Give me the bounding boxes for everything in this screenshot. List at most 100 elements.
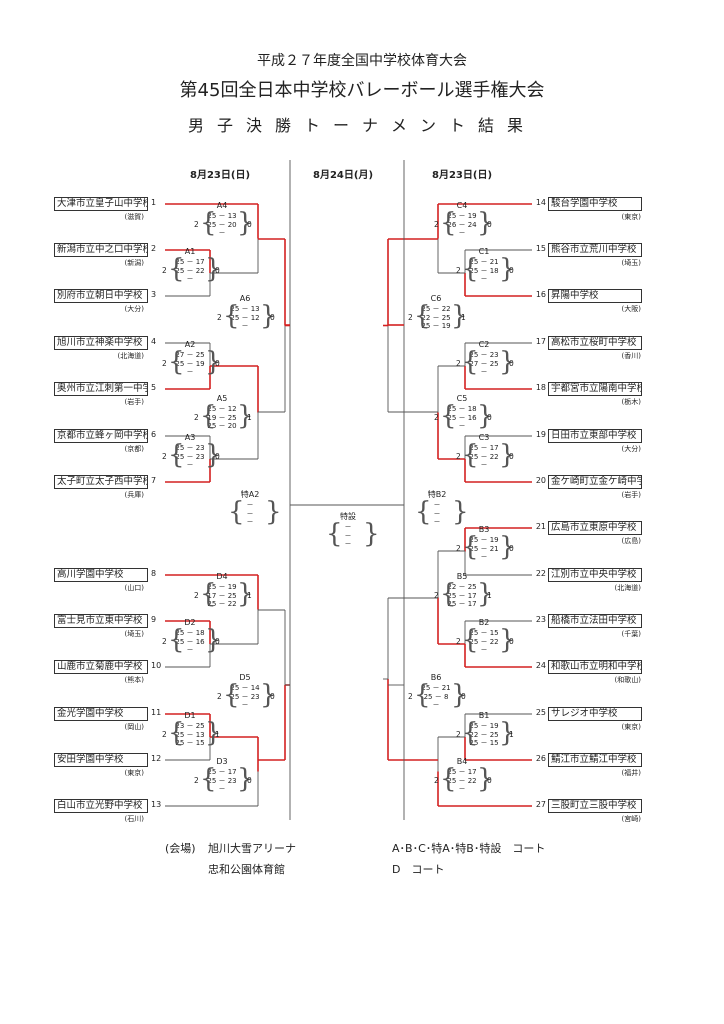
set-score: 25 － 17	[447, 591, 477, 600]
match-label: 特B2	[427, 490, 447, 499]
team-number: 8	[151, 569, 157, 578]
set-score: 25 － 19	[469, 536, 499, 544]
set-score: 25 － 13	[230, 305, 260, 313]
match-label: D5	[239, 673, 251, 682]
set-score: 22 － 25	[447, 583, 477, 591]
team-number: 21	[535, 522, 546, 531]
team-prefecture: (東京)	[621, 213, 641, 221]
sets-won-left: 2	[217, 313, 222, 322]
set-score: 25 － 14	[230, 684, 260, 692]
team-name-box: 安田学園中学校	[54, 753, 148, 767]
set-score: 25 － 19	[175, 359, 205, 368]
match-label: D2	[184, 618, 196, 627]
set-scores: －－－	[331, 523, 365, 549]
team-number: 12	[151, 754, 162, 763]
team-number: 23	[535, 615, 546, 624]
date-center: 8月24日(月)	[313, 170, 374, 181]
set-score: －	[241, 322, 249, 330]
brace-close: }	[205, 347, 222, 377]
set-score: 25 － 21	[469, 544, 499, 553]
brace-close: }	[477, 401, 494, 431]
sets-won-right: 0	[509, 359, 514, 368]
team-number: 11	[151, 708, 162, 717]
brace-open: {	[168, 718, 185, 748]
brace-close: }	[477, 764, 494, 794]
brace-close: }	[499, 440, 516, 470]
team-name-box: 広島市立東原中学校	[548, 521, 642, 535]
team-prefecture: (和歌山)	[614, 676, 641, 684]
set-score: －	[218, 229, 226, 237]
brace-close: }	[477, 579, 494, 609]
team-prefecture: (兵庫)	[124, 491, 144, 499]
sets-won-right: 1	[215, 730, 220, 739]
set-score: 17 － 25	[207, 591, 237, 600]
sets-won-left: 2	[434, 220, 439, 229]
set-score: 25 － 17	[447, 600, 477, 608]
match-label: A5	[216, 394, 228, 403]
set-score: 25 － 17	[447, 768, 477, 776]
team-prefecture: (栃木)	[621, 398, 641, 406]
team-number: 1	[151, 198, 157, 207]
brace-open: {	[168, 440, 185, 470]
match-label: B2	[478, 618, 490, 627]
team-number: 2	[151, 244, 157, 253]
set-score: －	[458, 785, 466, 793]
team-number: 10	[151, 661, 162, 670]
team-name-box: 和歌山市立明和中学校	[548, 660, 642, 674]
sets-won-right: 0	[509, 544, 514, 553]
sets-won-right: 0	[215, 452, 220, 461]
sets-won-left: 2	[456, 359, 461, 368]
team-name-box: 熊谷市立荒川中学校	[548, 243, 642, 257]
sets-won-right: 0	[487, 776, 492, 785]
team-prefecture: (岩手)	[124, 398, 144, 406]
team-name-box: 旭川市立神楽中学校	[54, 336, 148, 350]
sets-won-left: 2	[194, 591, 199, 600]
brace-open: {	[223, 680, 240, 710]
team-name-box: 富士見市立東中学校	[54, 614, 148, 628]
brace-close: }	[237, 208, 254, 238]
sets-won-right: 0	[487, 220, 492, 229]
match-label: C3	[478, 433, 490, 442]
team-number: 14	[535, 198, 546, 207]
brace-open: {	[200, 208, 217, 238]
team-name-box: 高川学園中学校	[54, 568, 148, 582]
set-score: 25 － 19	[469, 722, 499, 730]
team-number: 20	[535, 476, 546, 485]
set-score: －	[246, 518, 254, 526]
brace-open: {	[414, 680, 431, 710]
team-name-box: 奥州市立江刺第一中学校	[54, 382, 148, 396]
sets-won-right: 0	[215, 359, 220, 368]
match-label: D1	[184, 711, 196, 720]
team-prefecture: (北海道)	[117, 352, 144, 360]
sets-won-left: 2	[408, 692, 413, 701]
sets-won-left: 2	[162, 730, 167, 739]
set-score: －	[480, 646, 488, 654]
sets-won-left: 2	[456, 637, 461, 646]
team-prefecture: (東京)	[621, 723, 641, 731]
set-score: 25 － 15	[469, 629, 499, 637]
team-prefecture: (宮崎)	[621, 815, 641, 823]
team-prefecture: (滋賀)	[124, 213, 144, 221]
brace-open: {	[462, 347, 479, 377]
set-score: 25 － 22	[207, 600, 237, 608]
team-prefecture: (京都)	[124, 445, 144, 453]
set-score: 25 － 22	[469, 452, 499, 461]
team-number: 24	[535, 661, 546, 670]
sets-won-left: 2	[408, 313, 413, 322]
match-label: A4	[216, 201, 228, 210]
set-score: 22 － 25	[421, 313, 451, 322]
brace-open: {	[200, 579, 217, 609]
brace-close: }	[260, 680, 277, 710]
team-name-box: サレジオ中学校	[548, 707, 642, 721]
